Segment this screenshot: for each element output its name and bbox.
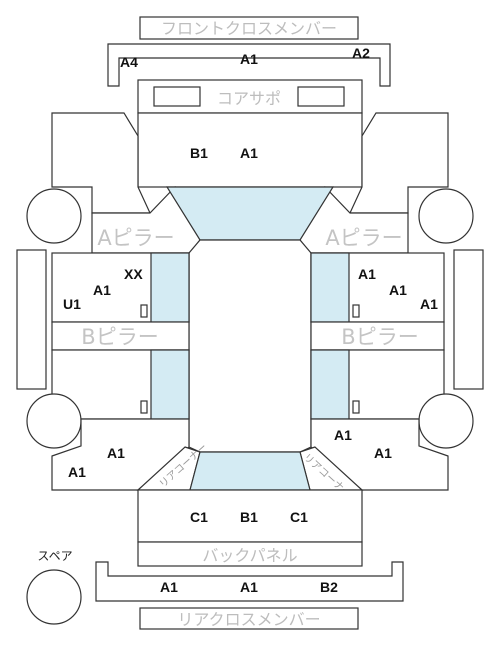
grade-front-door-left-u1: U1 xyxy=(63,296,81,312)
grade-trunk-1: C1 xyxy=(190,509,208,525)
back-panel-box[interactable] xyxy=(137,541,363,567)
side-sill-right[interactable] xyxy=(453,249,484,390)
grade-front-door-right-3: A1 xyxy=(420,296,438,312)
headlight-right xyxy=(297,86,345,107)
grade-trunk-3: C1 xyxy=(290,509,308,525)
grade-front-cross-right: A2 xyxy=(352,45,370,61)
front-door-left-glass xyxy=(150,252,190,323)
grade-front-cross-left: A4 xyxy=(120,54,138,70)
rear-wheel-right xyxy=(418,393,474,449)
spare-tire[interactable] xyxy=(26,569,82,625)
trunk[interactable] xyxy=(137,489,363,543)
grade-hood-1: B1 xyxy=(190,145,208,161)
grade-rear-door-right-1: A1 xyxy=(334,427,352,443)
front-wheel-right xyxy=(418,188,474,244)
b-pillar-right-label: Bピラー xyxy=(341,325,418,349)
a-pillar-right-label: Aピラー xyxy=(325,226,402,250)
grade-rear-door-left-1: A1 xyxy=(107,445,125,461)
grade-rear-cross-1: A1 xyxy=(160,579,178,595)
rear-window xyxy=(189,451,311,491)
grade-rear-door-left-2: A1 xyxy=(68,464,86,480)
b-pillar-right[interactable] xyxy=(310,321,445,351)
front-door-right-handle xyxy=(352,304,360,318)
rear-quarter-left[interactable] xyxy=(51,418,190,491)
grade-front-door-right-2: A1 xyxy=(389,282,407,298)
rear-cross-member-label: リアクロスメンバー xyxy=(177,610,320,629)
grade-hood-2: A1 xyxy=(240,145,258,161)
grade-front-cross-center: A1 xyxy=(240,51,258,67)
spare-label: スペア xyxy=(37,549,72,563)
b-pillar-left[interactable] xyxy=(51,321,190,351)
roof[interactable] xyxy=(188,239,312,453)
rear-quarter-right[interactable] xyxy=(310,418,449,491)
grade-rear-cross-2: A1 xyxy=(240,579,258,595)
grade-rear-cross-3: B2 xyxy=(320,579,338,595)
front-cross-member-label: フロントクロスメンバー xyxy=(161,19,337,38)
rear-bumper[interactable] xyxy=(95,561,404,602)
grade-front-door-left-xx: XX xyxy=(124,266,143,282)
side-sill-left[interactable] xyxy=(16,249,47,390)
front-bumper[interactable] xyxy=(107,43,391,87)
front-door-right-glass xyxy=(310,252,350,323)
b-pillar-left-label: Bピラー xyxy=(81,325,158,349)
grade-front-door-right-1: A1 xyxy=(358,266,376,282)
core-support-label: コアサポ xyxy=(217,89,281,108)
headlight-left xyxy=(153,86,201,107)
front-wheel-left xyxy=(26,188,82,244)
front-cross-member-box[interactable] xyxy=(139,16,359,40)
grade-front-door-left-a1: A1 xyxy=(93,282,111,298)
rear-wheel-left xyxy=(26,393,82,449)
grade-trunk-2: B1 xyxy=(240,509,258,525)
rear-door-left-handle xyxy=(140,400,148,414)
back-panel-label: バックパネル xyxy=(202,546,297,565)
rear-door-right-glass xyxy=(310,349,350,420)
front-door-left-handle xyxy=(140,304,148,318)
rear-cross-member-box[interactable] xyxy=(139,607,359,630)
a-pillar-left-label: Aピラー xyxy=(97,226,174,250)
rear-door-right-handle xyxy=(352,400,360,414)
grade-rear-door-right-2: A1 xyxy=(374,445,392,461)
rear-door-left-glass xyxy=(150,349,190,420)
